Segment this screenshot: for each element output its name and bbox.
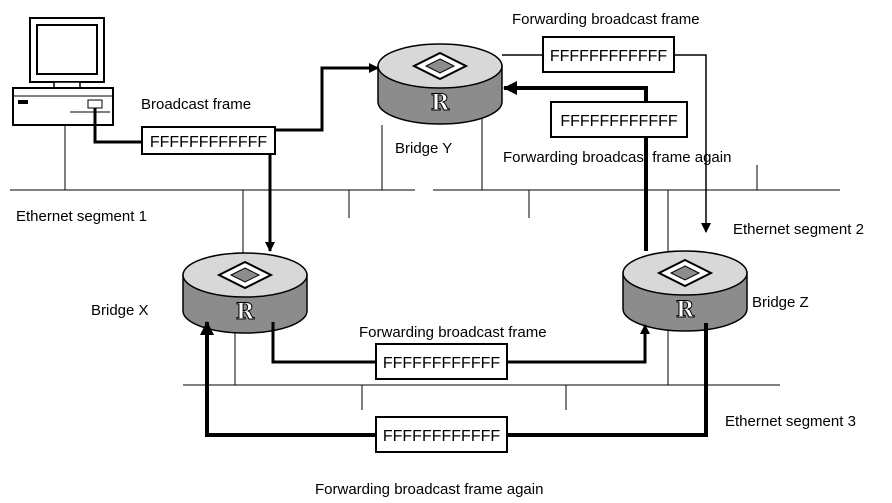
svg-text:R: R: [676, 297, 695, 323]
ethernet-segment-1-line: [10, 125, 415, 255]
bridge-z-router-icon: R: [622, 250, 748, 332]
label-forwarding-bottom: Forwarding broadcast frame: [359, 324, 547, 341]
computer-icon: [12, 17, 114, 126]
frame-box-forwarding-bottom: FFFFFFFFFFFF: [375, 343, 508, 380]
label-ethernet-segment-1: Ethernet segment 1: [16, 208, 147, 225]
svg-text:FFFFFFFFFFFF: FFFFFFFFFFFF: [550, 48, 668, 65]
label-ethernet-segment-2: Ethernet segment 2: [733, 221, 864, 238]
bridge-y-router-icon: R: [377, 43, 503, 125]
frame-box-broadcast: FFFFFFFFFFFF: [141, 126, 276, 155]
svg-text:R: R: [431, 90, 450, 116]
frame-box-forwarding-top: FFFFFFFFFFFF: [542, 36, 675, 73]
label-broadcast-frame: Broadcast frame: [141, 96, 251, 113]
label-forwarding-again-mid: Forwarding broadcast frame again: [503, 149, 731, 166]
label-bridge-z: Bridge Z: [752, 294, 809, 311]
label-forwarding-top: Forwarding broadcast frame: [512, 11, 700, 28]
label-ethernet-segment-3: Ethernet segment 3: [725, 413, 856, 430]
ethernet-segment-2-line: [433, 115, 840, 255]
frame-box-forwarding-again-bottom: FFFFFFFFFFFF: [375, 416, 508, 453]
label-forwarding-again-bottom: Forwarding broadcast frame again: [315, 481, 543, 498]
svg-text:FFFFFFFFFFFF: FFFFFFFFFFFF: [383, 428, 501, 445]
label-bridge-x: Bridge X: [91, 302, 149, 319]
svg-text:FFFFFFFFFFFF: FFFFFFFFFFFF: [560, 113, 678, 130]
svg-text:R: R: [236, 299, 255, 325]
label-bridge-y: Bridge Y: [395, 140, 452, 157]
frame-box-forwarding-again-mid: FFFFFFFFFFFF: [550, 101, 688, 138]
svg-text:FFFFFFFFFFFF: FFFFFFFFFFFF: [150, 134, 268, 151]
bridge-x-router-icon: R: [182, 252, 308, 334]
svg-text:FFFFFFFFFFFF: FFFFFFFFFFFF: [383, 355, 501, 372]
